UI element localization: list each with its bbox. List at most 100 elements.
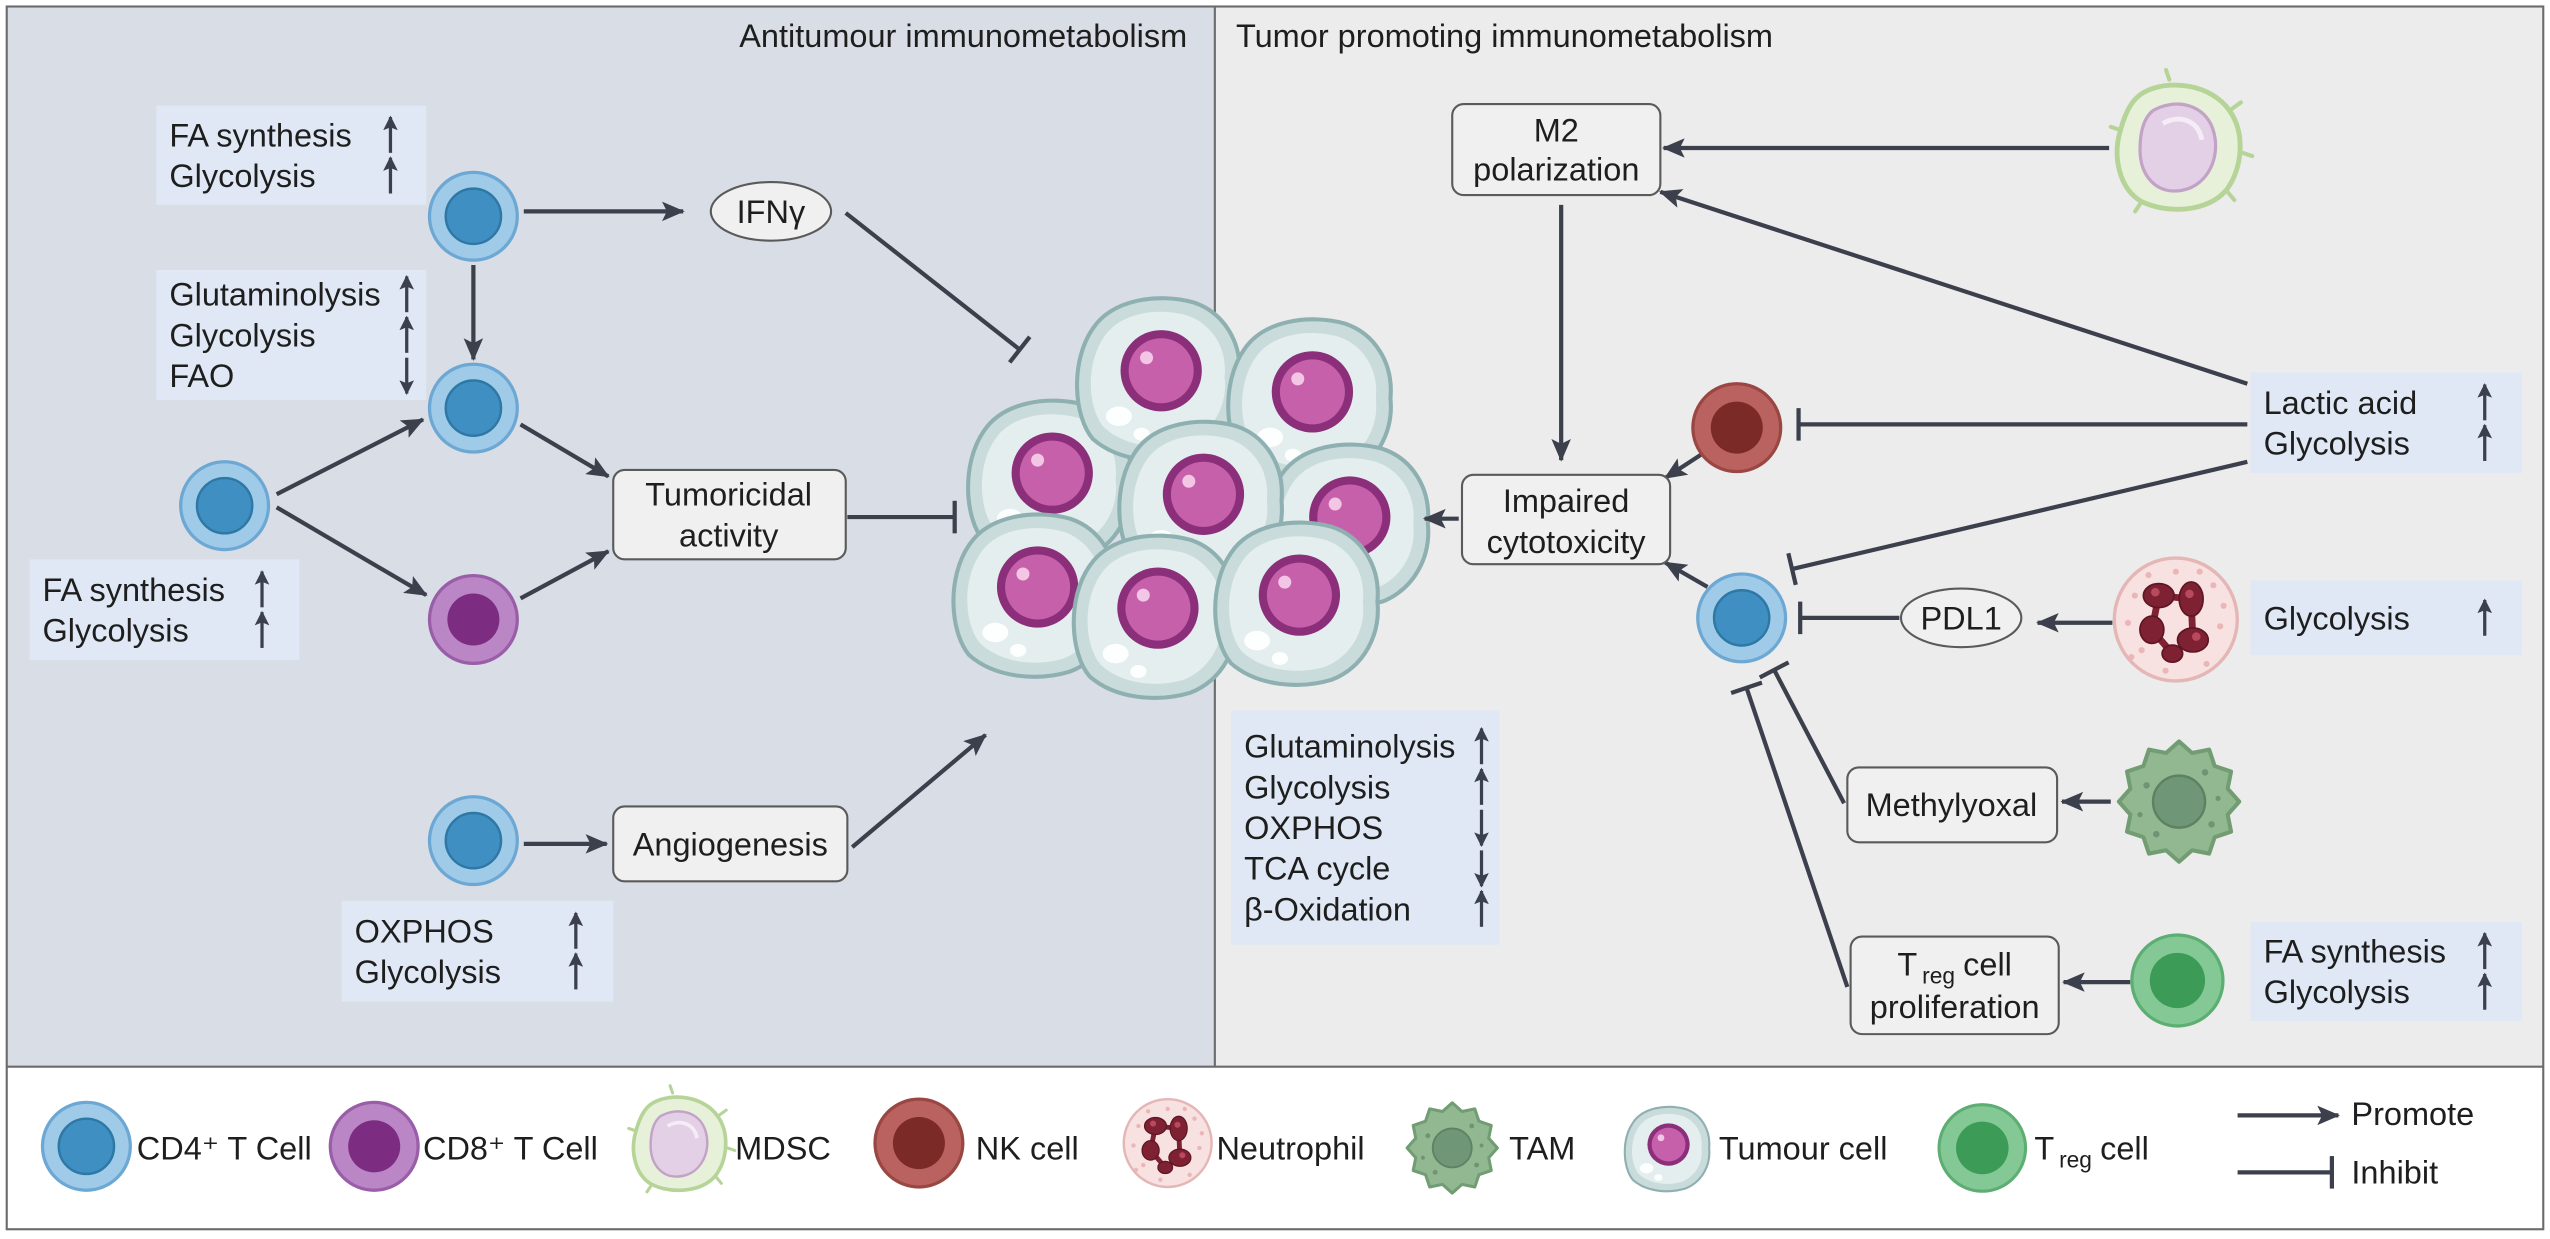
methylyoxal-label: Methylyoxal bbox=[1866, 787, 2038, 823]
outer-border bbox=[5, 5, 2545, 1231]
legend: CD4⁺ T Cell CD8⁺ T Cell MDSC NK cell Neu… bbox=[40, 1083, 2474, 1195]
metabolism-box-background bbox=[1231, 710, 1500, 945]
legend-neutrophil-label: Neutrophil bbox=[1216, 1130, 1364, 1166]
metabolite-label: FA synthesis bbox=[2264, 934, 2446, 970]
cd4-t-cell bbox=[1696, 572, 1788, 664]
metabolism-box-background bbox=[29, 559, 300, 661]
arrow-cd4-to-tumoricidal bbox=[519, 422, 610, 479]
metabolism-boxes: FA synthesisGlycolysisGlutaminolysisGlyc… bbox=[29, 105, 2523, 1022]
m2-label: M2 bbox=[1534, 112, 1579, 148]
cd8-t-cell-icon bbox=[328, 1100, 420, 1192]
arrow-cd8-to-tumoricidal bbox=[519, 549, 610, 601]
treg-cell-icon bbox=[1937, 1103, 2028, 1193]
inhibit-treg-proliferation-to-cd4 bbox=[1730, 680, 1850, 988]
metabolite-label: Glycolysis bbox=[169, 317, 315, 353]
arrow-cd4-to-impaired bbox=[1663, 560, 1709, 589]
legend-cd4-label: CD4⁺ T Cell bbox=[137, 1130, 312, 1166]
legend-inhibit-label: Inhibit bbox=[2351, 1155, 2438, 1191]
metabolite-label: β-Oxidation bbox=[1244, 891, 1411, 927]
metabolite-label: OXPHOS bbox=[355, 913, 494, 949]
right-panel-title: Tumor promoting immunometabolism bbox=[1236, 18, 1773, 54]
nk-cell bbox=[1691, 382, 1783, 474]
tumoricidal-label: Tumoricidal bbox=[645, 477, 812, 513]
legend-cd8-label: CD8⁺ T Cell bbox=[423, 1130, 598, 1166]
arrow-lactic-to-m2 bbox=[1658, 189, 2248, 386]
cd8-t-cell bbox=[427, 573, 519, 666]
inhibit-methylyoxal-to-cd4 bbox=[1758, 660, 1846, 805]
metabolism-box: Glycolysis bbox=[2250, 580, 2523, 656]
cd4-t-cell bbox=[427, 170, 519, 262]
metabolite-label: Glycolysis bbox=[1244, 769, 1390, 805]
metabolite-label: FAO bbox=[169, 358, 234, 394]
legend-promote-label: Promote bbox=[2351, 1096, 2474, 1132]
neutrophil-icon bbox=[1124, 1099, 1212, 1187]
tumoricidal-activity-node: Tumoricidal activity bbox=[612, 468, 847, 561]
nk-cell-icon bbox=[873, 1097, 965, 1189]
angiogenesis-label: Angiogenesis bbox=[633, 826, 828, 862]
angiogenesis-node: Angiogenesis bbox=[612, 805, 849, 883]
metabolite-label: FA synthesis bbox=[169, 117, 351, 153]
tumoricidal-label-line2: activity bbox=[679, 517, 779, 553]
metabolite-label: TCA cycle bbox=[1244, 851, 1390, 887]
m2-label-line2: polarization bbox=[1473, 151, 1639, 187]
metabolite-label: Glycolysis bbox=[43, 612, 189, 648]
ifng-node: IFNγ bbox=[709, 181, 833, 242]
m2-polarization-node: M2 polarization bbox=[1451, 103, 1662, 197]
arrow-cd4-to-cd8 bbox=[275, 505, 428, 597]
legend-panel bbox=[6, 1066, 2544, 1230]
pdl1-label: PDL1 bbox=[1921, 600, 2002, 636]
metabolite-label: Glycolysis bbox=[355, 954, 501, 990]
cd4-t-cell-icon bbox=[40, 1100, 132, 1192]
metabolite-label: Glutaminolysis bbox=[1244, 729, 1455, 765]
tumour-cell bbox=[1074, 536, 1237, 698]
treg-cell bbox=[2130, 933, 2225, 1028]
metabolite-label: Glycolysis bbox=[169, 158, 315, 194]
left-panel-title: Antitumour immunometabolism bbox=[739, 18, 1187, 54]
legend-tumour-label: Tumour cell bbox=[1719, 1130, 1888, 1166]
metabolism-box-background bbox=[156, 269, 427, 400]
metabolism-box: OXPHOS Glycolysis bbox=[341, 900, 614, 1002]
legend-tam-label: TAM bbox=[1509, 1130, 1575, 1166]
cd4-t-cell bbox=[427, 362, 519, 454]
metabolism-box-background bbox=[2250, 921, 2523, 1022]
arrow-angiogenesis-to-tumour bbox=[850, 733, 987, 849]
metabolism-box-background bbox=[2250, 580, 2523, 656]
neutrophil-cell bbox=[2114, 558, 2237, 681]
legend-nk-label: NK cell bbox=[976, 1130, 1079, 1166]
metabolite-label: Glycolysis bbox=[2264, 600, 2410, 636]
ifng-label: IFNγ bbox=[737, 194, 806, 230]
inhibit-lactic-to-cd4 bbox=[1786, 459, 2248, 586]
impaired-label: Impaired bbox=[1503, 483, 1629, 519]
methylyoxal-node: Methylyoxal bbox=[1846, 766, 2059, 844]
metabolite-label: Lactic acid bbox=[2264, 385, 2418, 421]
pdl1-node: PDL1 bbox=[1899, 587, 2023, 649]
connectors bbox=[275, 138, 2248, 992]
arrow-nk-to-impaired bbox=[1663, 451, 1704, 480]
impaired-label-line2: cytotoxicity bbox=[1487, 524, 1647, 560]
cd4-t-cell bbox=[427, 795, 519, 887]
impaired-cytotoxicity-node: Impaired cytotoxicity bbox=[1460, 473, 1672, 566]
treg-proliferation-label-line2: proliferation bbox=[1870, 989, 2040, 1025]
metabolism-box-background bbox=[156, 105, 427, 205]
metabolism-box-background bbox=[2250, 372, 2523, 474]
cd4-t-cell bbox=[179, 460, 271, 552]
tumour-cell-icon bbox=[1623, 1105, 1711, 1193]
tumour-cell bbox=[1215, 523, 1378, 685]
metabolism-box-background bbox=[341, 900, 614, 1002]
metabolite-label: FA synthesis bbox=[43, 572, 225, 608]
metabolite-label: Glycolysis bbox=[2264, 425, 2410, 461]
inhibit-ifng-to-tumour bbox=[844, 211, 1032, 364]
metabolite-label: Glycolysis bbox=[2264, 974, 2410, 1010]
metabolite-label: Glutaminolysis bbox=[169, 277, 380, 313]
legend-mdsc-label: MDSC bbox=[735, 1130, 831, 1166]
